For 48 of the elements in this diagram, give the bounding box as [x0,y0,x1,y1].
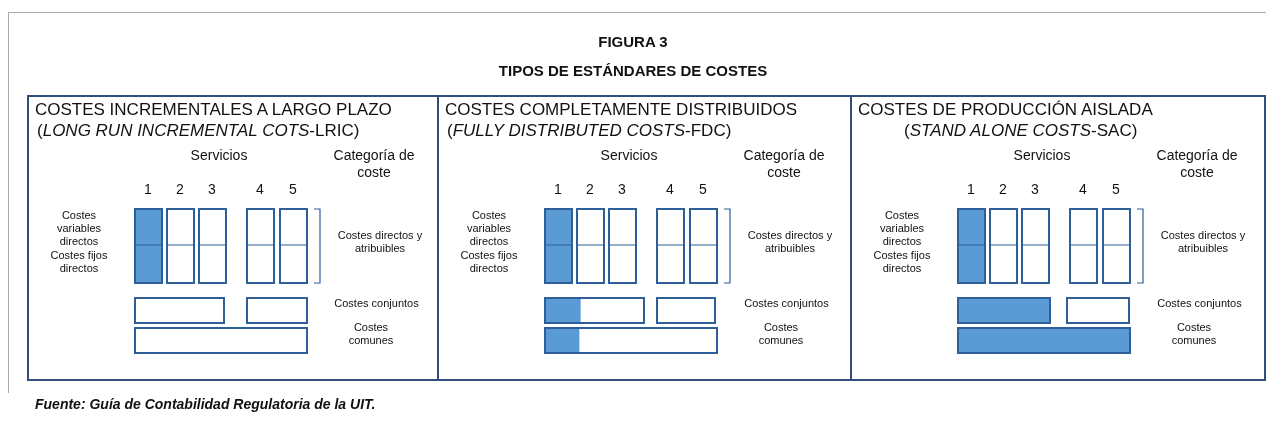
panel-heading: COSTES COMPLETAMENTE DISTRIBUIDOS [445,100,797,120]
service-number: 1 [553,181,563,198]
service-number: 1 [966,181,976,198]
category-label: Categoría de coste [332,147,416,181]
service-number: 1 [143,181,153,198]
service-number: 3 [617,181,627,198]
service-number: 4 [255,181,265,198]
category-label: Categoría de coste [742,147,826,181]
service-number: 3 [207,181,217,198]
category-label: Servicios [189,147,249,164]
figure-title: FIGURA 3 [597,33,669,50]
category-label: Costes directos y atribuibles [336,229,424,256]
source-note: Fuente: Guía de Contabilidad Regulatoria de la UIT. [35,396,376,412]
category-label: Costes fijos directos [459,249,519,276]
category-label: Costes variables directos [879,209,925,249]
category-label: Costes conjuntos [1156,297,1243,311]
category-label: Costes conjuntos [333,297,420,311]
category-label: Costes directos y atribuibles [1159,229,1247,256]
panel [27,95,439,381]
service-number: 4 [665,181,675,198]
panel-heading: COSTES DE PRODUCCIÓN AISLADA [858,100,1153,120]
category-label: Costes variables directos [466,209,512,249]
service-number: 5 [698,181,708,198]
panel [437,95,852,381]
category-label: Costes comunes [757,321,805,348]
category-label: Costes comunes [1170,321,1218,348]
service-number: 2 [585,181,595,198]
category-label: Costes fijos directos [49,249,109,276]
panel-subheading: (LONG RUN INCREMENTAL COTS-LRIC) [37,121,360,141]
category-label: Servicios [1012,147,1072,164]
service-number: 2 [175,181,185,198]
panel-subheading: (FULLY DISTRIBUTED COSTS-FDC) [447,121,732,141]
service-number: 4 [1078,181,1088,198]
category-label: Costes conjuntos [743,297,830,311]
panel-heading: COSTES INCREMENTALES A LARGO PLAZO [35,100,392,120]
category-label: Costes directos y atribuibles [746,229,834,256]
figure-subtitle: TIPOS DE ESTÁNDARES DE COSTES [497,62,769,79]
category-label: Categoría de coste [1155,147,1239,181]
service-number: 5 [288,181,298,198]
panel-subheading: (STAND ALONE COSTS-SAC) [904,121,1138,141]
panel [850,95,1266,381]
category-label: Servicios [599,147,659,164]
service-number: 5 [1111,181,1121,198]
service-number: 2 [998,181,1008,198]
category-label: Costes comunes [347,321,395,348]
category-label: Costes fijos directos [872,249,932,276]
service-number: 3 [1030,181,1040,198]
category-label: Costes variables directos [56,209,102,249]
